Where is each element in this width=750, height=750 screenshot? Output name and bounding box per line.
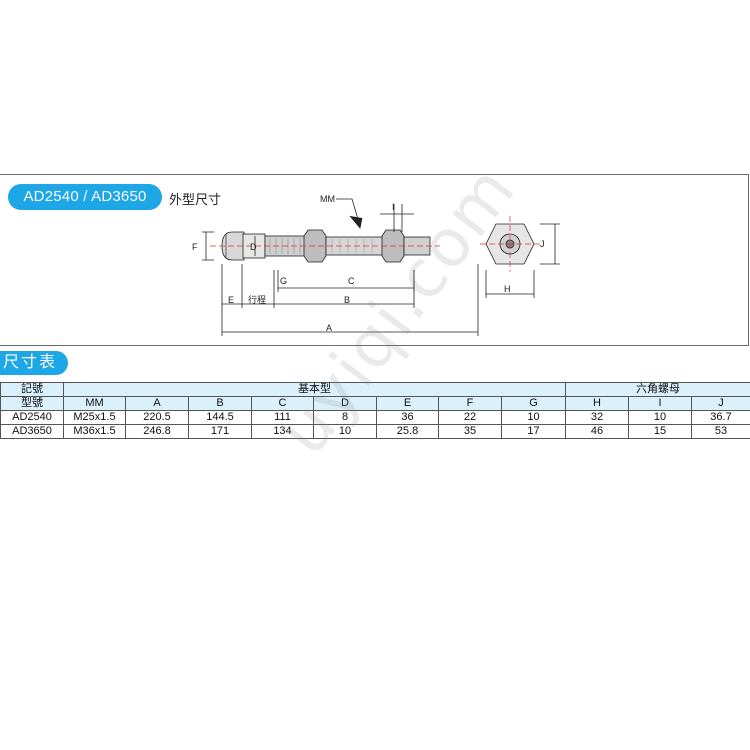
row-model: AD2540 [0, 410, 64, 425]
table-cell: 17 [501, 424, 566, 439]
table-row: AD3650 M36x1.5 246.8 171 134 10 25.8 35 … [0, 424, 750, 439]
col-header: H [565, 396, 629, 411]
table-cell: 10 [628, 410, 692, 425]
label-h: H [504, 284, 511, 294]
drawing-subtitle: 外型尺寸 [169, 192, 222, 207]
dimension-table: 記號 基本型 六角螺母 型號 MM A B C D E F G H I J AD… [0, 382, 750, 439]
label-j: J [540, 239, 545, 249]
label-a: A [326, 323, 332, 333]
col-header: F [438, 396, 502, 411]
table-cell: 35 [438, 424, 502, 439]
table-cell: 10 [501, 410, 566, 425]
label-b: B [344, 295, 350, 305]
col-header: A [125, 396, 189, 411]
label-mm: MM [320, 194, 335, 204]
label-g: G [280, 276, 287, 286]
table-cell: M25x1.5 [63, 410, 126, 425]
group-nut: 六角螺母 [565, 382, 750, 397]
model-header-bottom: 型號 [0, 396, 64, 411]
model-header-top: 記號 [0, 382, 64, 397]
table-cell: 220.5 [125, 410, 189, 425]
table-cell: 25.8 [376, 424, 439, 439]
table-cell: 246.8 [125, 424, 189, 439]
table-cell: 46 [565, 424, 629, 439]
label-f: F [192, 242, 198, 252]
row-model: AD3650 [0, 424, 64, 439]
table-cell: 171 [188, 424, 252, 439]
group-basic: 基本型 [63, 382, 566, 397]
table-cell: 15 [628, 424, 692, 439]
table-group-row: 記號 基本型 六角螺母 [0, 382, 750, 397]
table-cell: 53 [691, 424, 750, 439]
label-i: I [392, 202, 395, 212]
col-header: MM [63, 396, 126, 411]
table-title: 尺寸表 [0, 351, 68, 375]
col-header: G [501, 396, 566, 411]
dimension-drawing: MM I F D G C E 行程 B A H J [192, 194, 560, 336]
table-cell: 22 [438, 410, 502, 425]
table-cell: 134 [251, 424, 314, 439]
col-header: J [691, 396, 750, 411]
label-d: D [250, 242, 257, 252]
table-column-row: 型號 MM A B C D E F G H I J [0, 396, 750, 411]
label-c: C [348, 276, 355, 286]
col-header: D [313, 396, 377, 411]
table-cell: 144.5 [188, 410, 252, 425]
drawing-panel [0, 174, 749, 346]
table-cell: 32 [565, 410, 629, 425]
model-label: AD2540 / AD3650 [8, 184, 162, 210]
label-stroke: 行程 [248, 294, 266, 305]
label-e: E [228, 295, 234, 305]
col-header: B [188, 396, 252, 411]
table-cell: 36.7 [691, 410, 750, 425]
table-cell: 36 [376, 410, 439, 425]
table-cell: M36x1.5 [63, 424, 126, 439]
col-header: E [376, 396, 439, 411]
col-header: I [628, 396, 692, 411]
table-row: AD2540 M25x1.5 220.5 144.5 111 8 36 22 1… [0, 410, 750, 425]
